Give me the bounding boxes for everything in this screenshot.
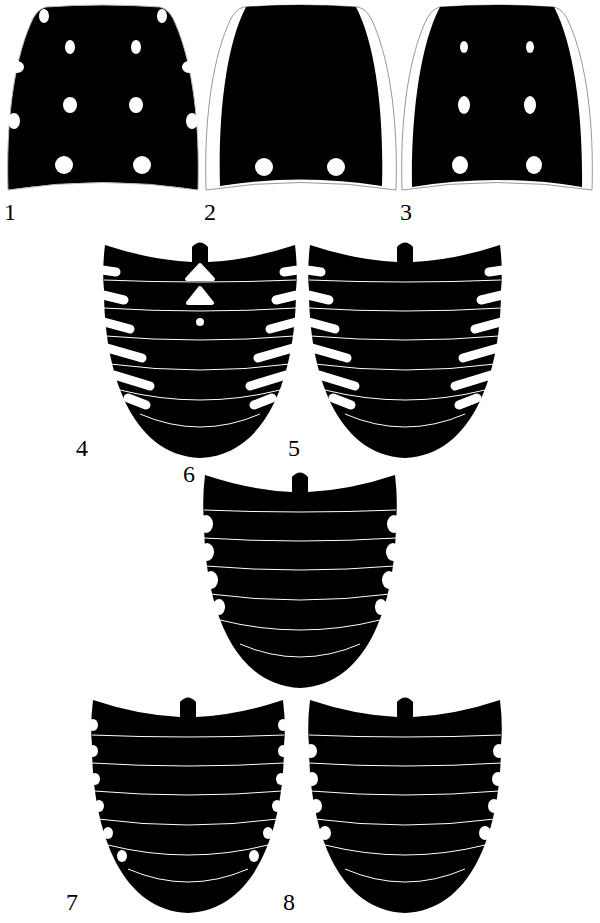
figure-number: 6	[183, 462, 195, 486]
abdomen-pattern	[88, 698, 288, 914]
figure-number: 4	[76, 436, 88, 460]
figure-number: 3	[400, 200, 412, 224]
pronotum-pattern	[8, 5, 199, 190]
figure-number: 7	[66, 890, 78, 914]
figure-number: 2	[204, 200, 216, 224]
pronotum-pattern	[206, 5, 397, 190]
abdomen-pattern	[307, 243, 503, 459]
abdomen-pattern	[199, 473, 401, 689]
figure-number: 5	[288, 436, 300, 460]
abdomen-pattern	[102, 243, 298, 459]
abdomen-pattern	[305, 698, 505, 914]
pronotum-pattern	[402, 5, 593, 190]
figure-number: 1	[4, 200, 16, 224]
figure-number: 8	[283, 890, 295, 914]
